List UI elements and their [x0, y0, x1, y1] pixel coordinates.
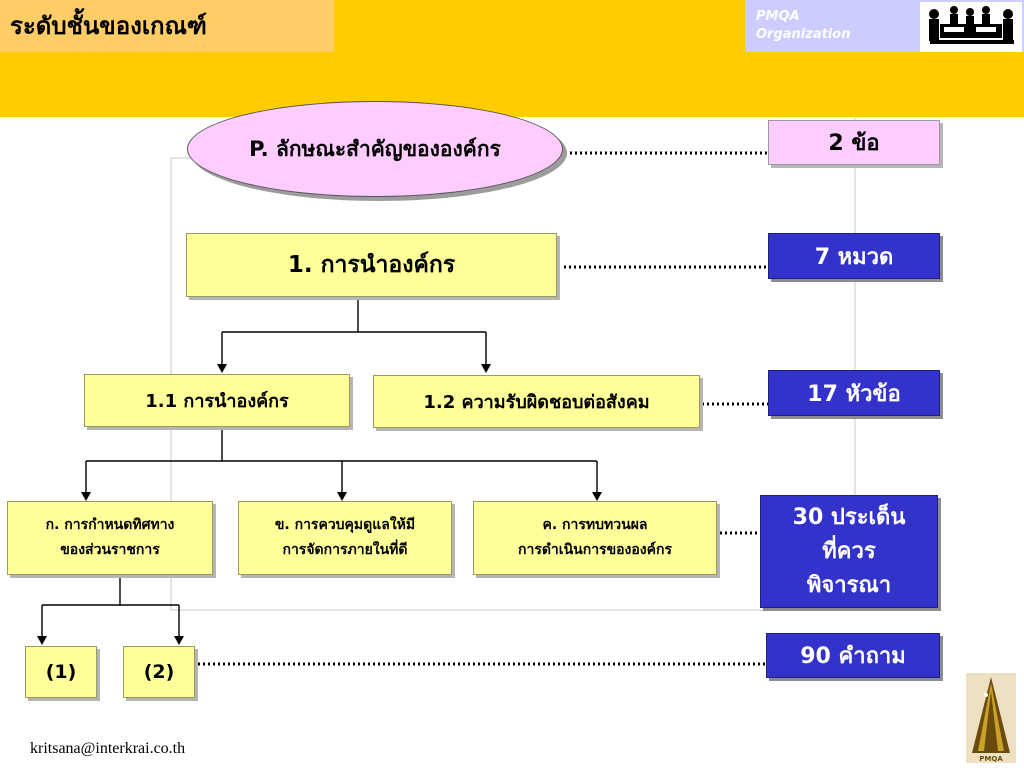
arrow-head — [481, 364, 491, 373]
logo-text: PMQA — [979, 755, 1003, 763]
item-box-1-1: 1.1 การนำองค์กร — [84, 374, 350, 427]
pmqa-logo: PMQA — [966, 673, 1016, 763]
area-label-c: ค. การทบทวนผล การดำเนินการขององค์กร — [517, 517, 672, 558]
item-label-1-1: 1.1 การนำองค์กร — [145, 391, 289, 412]
area-box-b: ข. การควบคุมดูแลให้มี การจัดการภายในที่ด… — [238, 501, 452, 575]
question-label-1: (1) — [45, 661, 77, 683]
arrow-head — [337, 492, 347, 501]
question-box-2: (2) — [123, 646, 195, 698]
area-box-a: ก. การกำหนดทิศทาง ของส่วนราชการ — [7, 501, 213, 575]
item-box-1-2: 1.2 ความรับผิดชอบต่อสังคม — [373, 375, 700, 428]
profile-label: P. ลักษณะสำคัญขององค์กร — [249, 136, 501, 161]
meeting-people-icon — [920, 2, 1022, 52]
arrow-head — [592, 492, 602, 501]
org-label: PMQA Organization — [756, 8, 850, 44]
arrow-head — [217, 364, 227, 373]
page-title: ระดับชั้นของเกณฑ์ — [10, 12, 207, 40]
guide-frame — [170, 118, 856, 611]
count-profile-label: 2 ข้อ — [828, 131, 880, 156]
count-items-box: 17 หัวข้อ — [768, 370, 940, 416]
count-profile-box: 2 ข้อ — [768, 120, 940, 165]
count-categories-label: 7 หมวด — [814, 244, 894, 270]
area-box-c: ค. การทบทวนผล การดำเนินการขององค์กร — [473, 501, 717, 575]
count-areas-box: 30 ประเด็น ที่ควร พิจารณา — [760, 495, 938, 608]
category-label: 1. การนำองค์กร — [287, 252, 456, 278]
area-label-a: ก. การกำหนดทิศทาง ของส่วนราชการ — [45, 517, 175, 558]
profile-ellipse: P. ลักษณะสำคัญขององค์กร — [187, 101, 563, 197]
category-box: 1. การนำองค์กร — [186, 233, 557, 297]
org-label-line1: PMQA — [756, 9, 800, 24]
arrow-head — [37, 636, 47, 645]
org-label-line2: Organization — [756, 27, 851, 42]
arrow-head — [174, 636, 184, 645]
author-email: kritsana@interkrai.co.th — [30, 740, 186, 757]
count-categories-box: 7 หมวด — [768, 233, 940, 279]
question-box-1: (1) — [25, 646, 97, 698]
area-label-b: ข. การควบคุมดูแลให้มี การจัดการภายในที่ด… — [274, 517, 416, 558]
title-box — [0, 0, 334, 52]
count-items-label: 17 หัวข้อ — [807, 381, 901, 407]
count-questions-label: 90 คำถาม — [800, 644, 906, 669]
question-label-2: (2) — [143, 661, 175, 683]
count-areas-label: 30 ประเด็น ที่ควร พิจารณา — [792, 504, 906, 598]
count-questions-box: 90 คำถาม — [766, 633, 940, 678]
item-label-1-2: 1.2 ความรับผิดชอบต่อสังคม — [423, 392, 650, 413]
arrow-head — [81, 492, 91, 501]
